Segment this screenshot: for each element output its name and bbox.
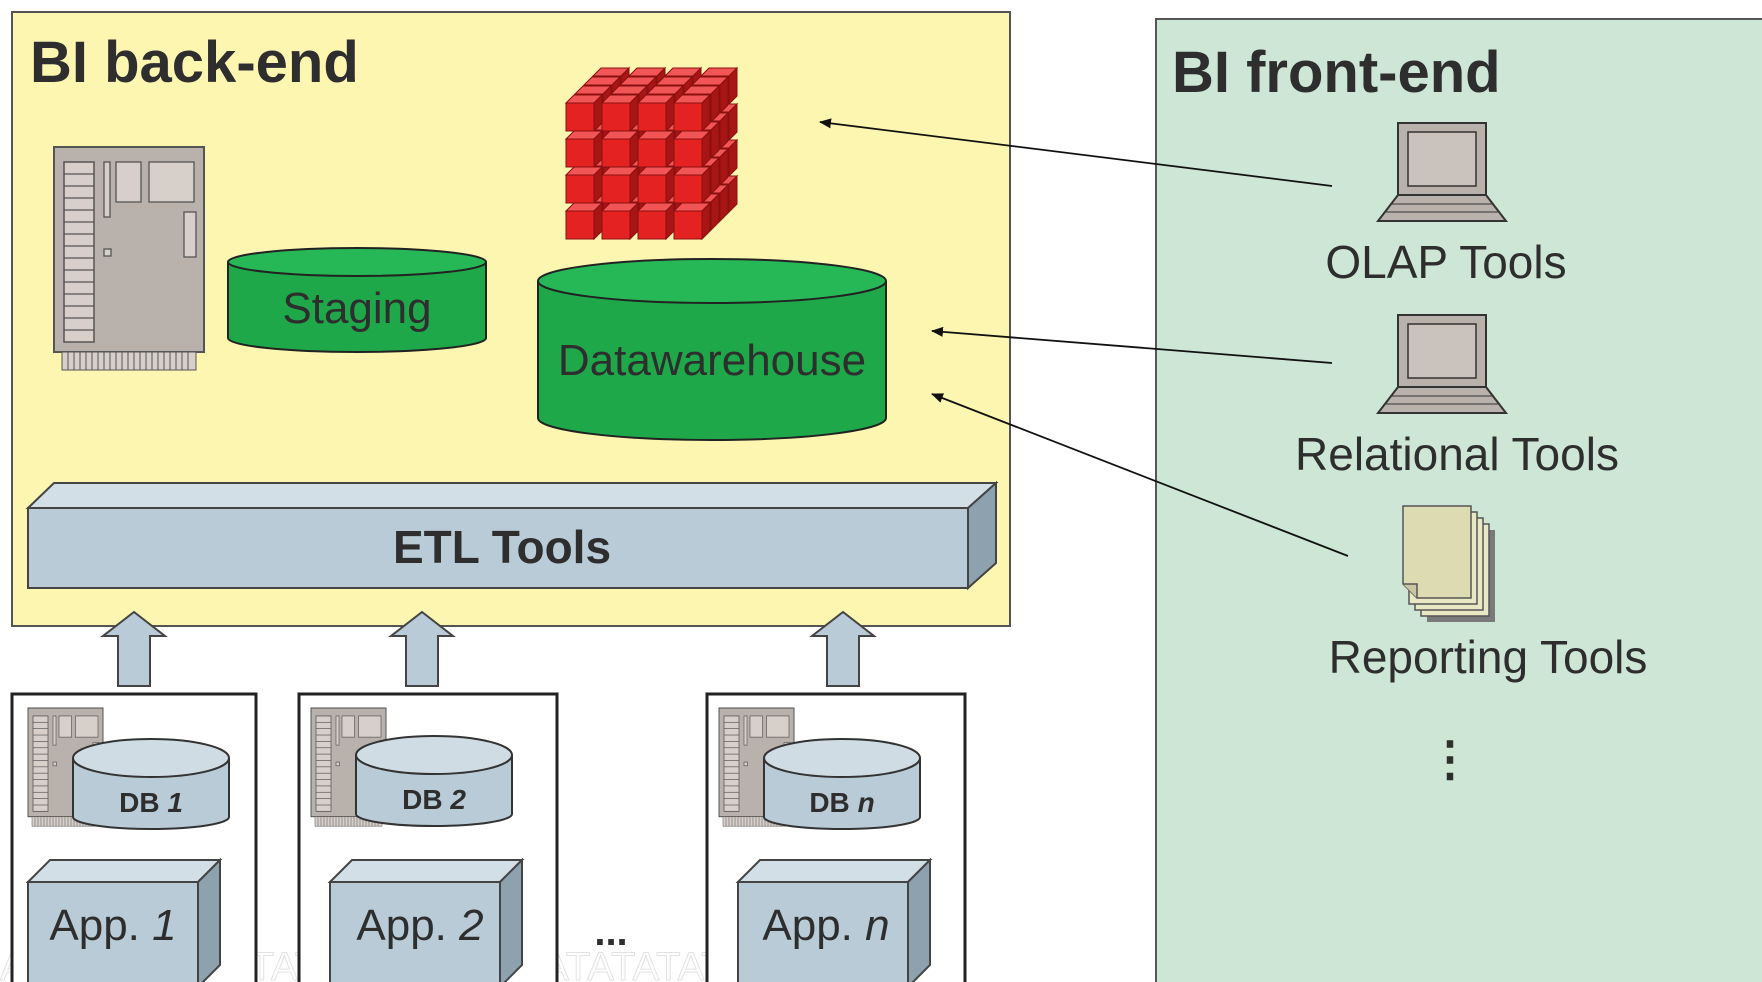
frontend-title: BI front-end: [1172, 40, 1501, 105]
olap-cube-cell: [565, 202, 603, 240]
laptop-icon: [1377, 122, 1507, 222]
up-arrow-2: [388, 610, 456, 687]
olap-cube-cell: [565, 130, 603, 168]
source-system-2: DB 2 App. 2: [297, 692, 559, 982]
source-system-n: DB n App. n: [705, 692, 967, 982]
olap-cube-cell: [673, 94, 711, 132]
db-label-n: DB n: [809, 787, 874, 818]
datawarehouse-cylinder: Datawarehouse: [537, 258, 887, 441]
db-label-1: DB 1: [119, 787, 183, 818]
server-icon: [53, 146, 205, 371]
staging-label: Staging: [282, 284, 431, 333]
olap-cube-cell: [673, 202, 711, 240]
reporting-to-warehouse-arrow: [931, 393, 1349, 557]
app-label-2: App. 2: [356, 901, 483, 950]
staging-cylinder: Staging: [227, 247, 487, 353]
olap-cube-cell: [673, 166, 711, 204]
laptop-icon: [1377, 314, 1507, 414]
relational-to-warehouse-arrow: [931, 326, 1333, 364]
etl-tools-label: ETL Tools: [393, 521, 611, 573]
reporting-tools-label: Reporting Tools: [1329, 631, 1648, 683]
datawarehouse-label: Datawarehouse: [558, 336, 866, 385]
olap-cube-cell: [601, 94, 639, 132]
db-label-2: DB 2: [402, 784, 466, 815]
olap-to-cube-arrow: [819, 118, 1333, 187]
relational-tools-label: Relational Tools: [1295, 428, 1619, 480]
source-system-1: DB 1 App. 1: [10, 692, 258, 982]
olap-cube-cell: [637, 202, 675, 240]
olap-cube-cell: [565, 166, 603, 204]
olap-cube-cell: [601, 202, 639, 240]
olap-cube-cell: [637, 130, 675, 168]
more-tools-ellipsis: ⋮: [1426, 733, 1474, 786]
app-label-1: App. 1: [49, 901, 176, 950]
up-arrow-1: [100, 610, 168, 687]
etl-tools-bar: ETL Tools: [25, 480, 999, 591]
documents-icon: [1402, 505, 1495, 622]
sources-ellipsis: ...: [594, 910, 627, 954]
olap-cube-cell: [637, 94, 675, 132]
app-label-n: App. n: [762, 901, 889, 950]
olap-tools-label: OLAP Tools: [1325, 236, 1566, 288]
backend-title: BI back-end: [30, 30, 359, 95]
tool-connections: [819, 118, 1349, 557]
olap-cube-cell: [601, 166, 639, 204]
olap-cube-cell: [673, 130, 711, 168]
olap-cube-icon: [565, 67, 738, 240]
olap-cube-cell: [601, 130, 639, 168]
olap-cube-cell: [637, 166, 675, 204]
olap-cube-cell: [565, 94, 603, 132]
source-to-etl-arrows: [100, 610, 877, 687]
up-arrow-3: [809, 610, 877, 687]
